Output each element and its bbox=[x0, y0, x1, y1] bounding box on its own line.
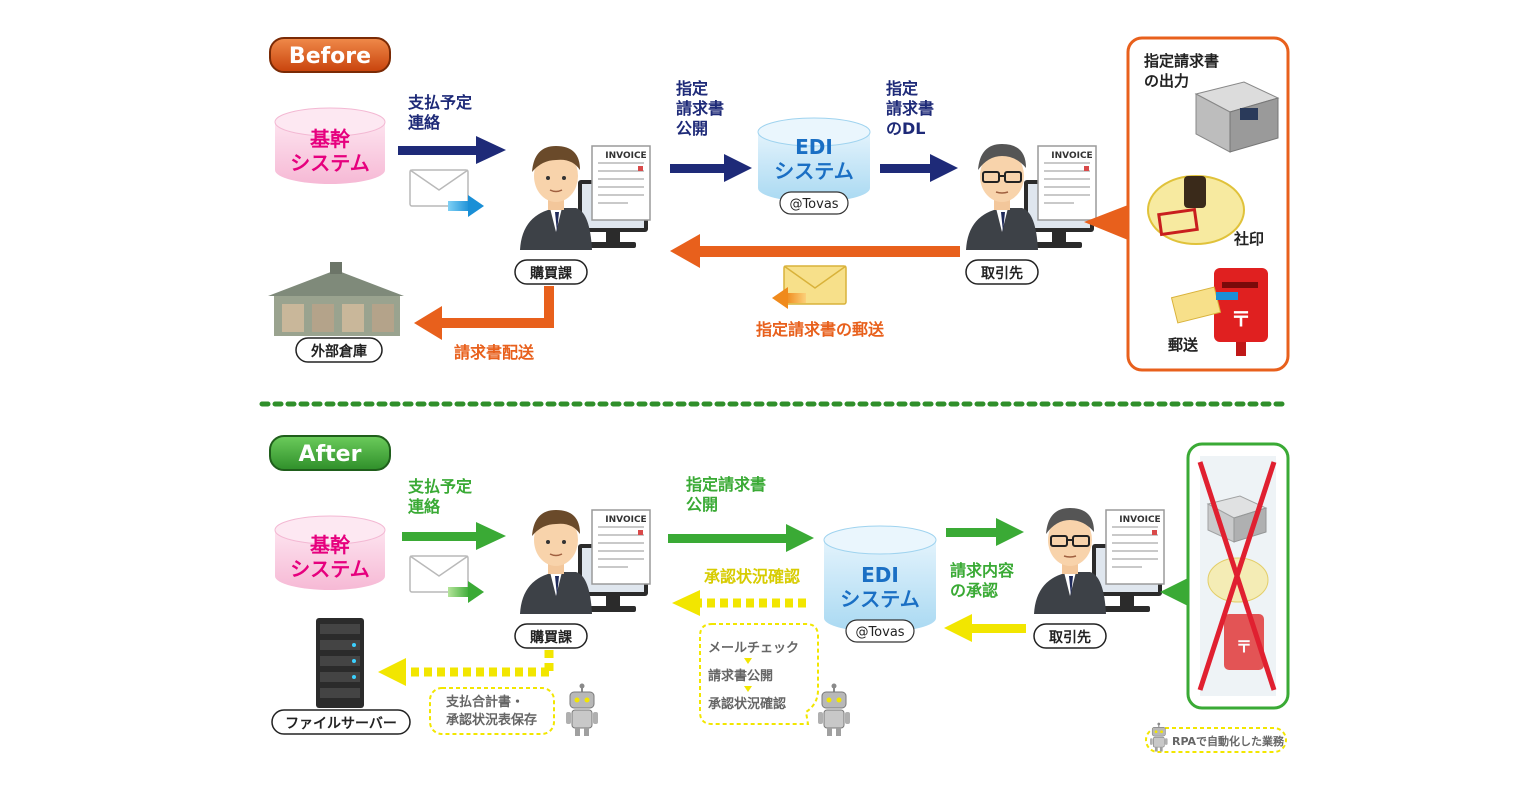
before-badge: Before bbox=[269, 37, 391, 73]
after-kobaika-person-icon bbox=[519, 509, 651, 615]
stamp-icon bbox=[1147, 175, 1245, 245]
before-mail-arrow-icon bbox=[448, 195, 484, 217]
after-arrow-shitei-kokai bbox=[668, 524, 814, 552]
after-seikyu-naiyo-2: の承認 bbox=[950, 581, 998, 600]
postbox-icon: 〒 bbox=[1170, 268, 1268, 356]
after-mail-icon bbox=[409, 555, 469, 593]
robot-box-1: 支払合計書・ 承認状況表保存 bbox=[429, 687, 555, 735]
before-kikan-line1: 基幹 bbox=[310, 127, 351, 151]
robot-box-2: メールチェック 請求書公開 承認状況確認 bbox=[699, 623, 819, 725]
after-edi-line2: システム bbox=[840, 587, 919, 611]
before-shiharai-line1: 支払予定 bbox=[407, 93, 472, 112]
after-kikan-system: 基幹 システム bbox=[274, 515, 386, 590]
before-shitei-kokai-3: 公開 bbox=[676, 119, 708, 138]
after-seikyu-naiyo-1: 請求内容 bbox=[950, 561, 1014, 580]
before-kikan-line2: システム bbox=[290, 151, 369, 175]
before-tovas-label: @Tovas bbox=[789, 197, 838, 212]
after-shitei-kokai-1: 指定請求書 bbox=[686, 475, 766, 494]
rpa-legend-label: RPAで自動化した業務 bbox=[1172, 734, 1285, 748]
after-badge-label: After bbox=[299, 442, 362, 467]
robot-box-1-line1: 支払合計書・ bbox=[445, 694, 524, 710]
after-arrow-shiharai bbox=[402, 522, 506, 550]
after-mail-arrow-icon bbox=[448, 581, 484, 603]
after-arrow-shonin bbox=[944, 614, 1026, 642]
after-arrow-to-torihikisaki bbox=[946, 518, 1024, 546]
before-arrow-haiso bbox=[414, 286, 554, 340]
robot-icon-1 bbox=[565, 682, 599, 737]
after-eliminated-panel: 〒 bbox=[1160, 442, 1290, 710]
robot-box-2-line3: 承認状況確認 bbox=[708, 696, 786, 712]
gaibu-soko-label: 外部倉庫 bbox=[295, 337, 383, 363]
before-mail-icon bbox=[409, 169, 469, 207]
before-kobaika-person-icon bbox=[519, 145, 651, 251]
after-invoice-label-1: INVOICE bbox=[605, 515, 646, 525]
before-invoice-label-1: INVOICE bbox=[605, 151, 646, 161]
file-server-icon bbox=[316, 618, 364, 708]
before-shitei-dl-2: 請求書 bbox=[886, 99, 934, 118]
after-shiharai-line1: 支払予定 bbox=[407, 477, 472, 496]
before-output-panel: 指定請求書 の出力 社印 〒 郵送 bbox=[1084, 36, 1290, 372]
rpa-legend: RPAで自動化した業務 bbox=[1145, 722, 1287, 753]
before-shitei-kokai-2: 請求書 bbox=[676, 99, 724, 118]
before-arrow-yuso bbox=[670, 234, 960, 268]
before-kikan-system: 基幹 システム bbox=[274, 107, 386, 184]
after-arrow-shonin-kakunin bbox=[672, 590, 806, 616]
before-edi-line1: EDI bbox=[795, 135, 833, 159]
after-shiharai-line2: 連絡 bbox=[408, 497, 441, 516]
before-edi-system: EDI システム @Tovas bbox=[757, 117, 871, 215]
after-edi-system: EDI システム @Tovas bbox=[823, 525, 937, 643]
before-yuso-label: 指定請求書の郵送 bbox=[756, 320, 885, 339]
before-torihikisaki-label: 取引先 bbox=[965, 259, 1039, 285]
after-torihikisaki-label: 取引先 bbox=[1033, 623, 1107, 649]
svg-text:〒: 〒 bbox=[1236, 637, 1252, 656]
file-server-label: ファイルサーバー bbox=[271, 709, 411, 735]
robot-box-2-line2: 請求書公開 bbox=[708, 668, 773, 684]
panel-title-2: の出力 bbox=[1144, 72, 1189, 90]
before-yuso-mail-icon bbox=[772, 265, 847, 309]
svg-text:外部倉庫: 外部倉庫 bbox=[311, 343, 367, 360]
before-haiso-label: 請求書配送 bbox=[454, 343, 535, 362]
before-edi-line2: システム bbox=[774, 159, 853, 183]
after-edi-line1: EDI bbox=[861, 563, 899, 587]
before-arrow-shiharai bbox=[398, 136, 506, 164]
panel-title-1: 指定請求書 bbox=[1144, 52, 1219, 70]
before-shiharai-line2: 連絡 bbox=[408, 113, 441, 132]
before-arrow-shitei-kokai bbox=[670, 154, 752, 182]
after-invoice-label-2: INVOICE bbox=[1119, 515, 1160, 525]
after-badge: After bbox=[269, 435, 391, 471]
before-kobaika-label: 購買課 bbox=[514, 259, 588, 285]
after-kikan-line2: システム bbox=[290, 557, 369, 581]
yuso-label: 郵送 bbox=[1168, 336, 1199, 354]
warehouse-icon bbox=[268, 262, 404, 336]
before-shitei-dl-3: のDL bbox=[886, 119, 925, 138]
svg-text:〒: 〒 bbox=[1231, 307, 1251, 331]
after-shitei-kokai-2: 公開 bbox=[686, 495, 718, 514]
after-shonin-kakunin-label: 承認状況確認 bbox=[704, 567, 800, 586]
after-tovas-label: @Tovas bbox=[855, 625, 904, 640]
before-invoice-label-2: INVOICE bbox=[1051, 151, 1092, 161]
svg-text:取引先: 取引先 bbox=[1049, 629, 1091, 646]
svg-text:取引先: 取引先 bbox=[981, 265, 1023, 282]
before-arrow-shitei-dl bbox=[880, 154, 958, 182]
after-kikan-line1: 基幹 bbox=[310, 533, 351, 557]
shain-label: 社印 bbox=[1233, 230, 1264, 248]
after-arrow-to-file-server bbox=[378, 650, 554, 686]
robot-box-1-line2: 承認状況表保存 bbox=[446, 712, 537, 728]
svg-text:購買課: 購買課 bbox=[529, 265, 573, 282]
svg-text:購買課: 購買課 bbox=[529, 629, 573, 646]
after-kobaika-label: 購買課 bbox=[514, 623, 588, 649]
svg-text:ファイルサーバー: ファイルサーバー bbox=[285, 716, 397, 732]
before-shitei-dl-1: 指定 bbox=[886, 79, 918, 98]
robot-icon-2 bbox=[817, 682, 851, 737]
printer-icon bbox=[1194, 81, 1280, 153]
before-badge-label: Before bbox=[289, 44, 371, 69]
robot-box-2-line1: メールチェック bbox=[708, 641, 799, 656]
before-shitei-kokai-1: 指定 bbox=[676, 79, 708, 98]
